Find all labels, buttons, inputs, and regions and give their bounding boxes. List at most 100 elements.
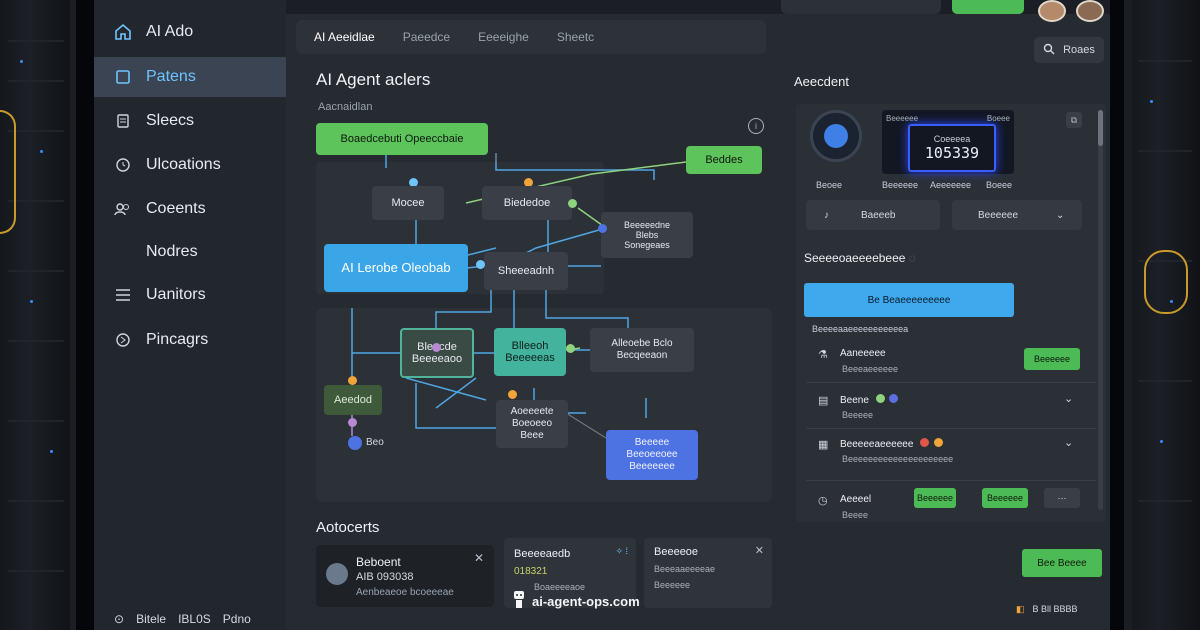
chevron-down-icon[interactable]: ⌄ bbox=[1064, 393, 1074, 405]
avatar[interactable] bbox=[1038, 0, 1066, 22]
tab-sheetc[interactable]: Sheetc bbox=[556, 30, 595, 44]
node-bottom-tealo[interactable]: Bleacde Beeeeaoo bbox=[400, 328, 474, 378]
sidebar-item-patens[interactable]: Patens bbox=[94, 57, 286, 97]
list-icon bbox=[112, 284, 134, 306]
list-item-name: Beene bbox=[840, 394, 899, 406]
node-bottom-olive[interactable]: Aeedod bbox=[324, 385, 382, 415]
footer-text-b: IBL0S bbox=[178, 612, 211, 626]
agent-card[interactable]: Beeeeaedb 018321 Boaeeeeaoe ✧ ⁞ bbox=[504, 538, 636, 608]
list-item-desc: Beeeee bbox=[842, 410, 874, 420]
list-item-desc: Beeeeeeeeeeeeeeeeeeeee bbox=[842, 454, 954, 464]
avatar-label: Beoee bbox=[816, 180, 843, 190]
agent-card[interactable]: Beboent AIB 093038 Aenbeaeoe bcoeeeae ✕ bbox=[316, 545, 494, 607]
schedule-subtitle: Beeeeaaeeeeeeeeeeea bbox=[812, 324, 909, 334]
expand-icon[interactable]: ⧉ bbox=[1066, 112, 1082, 128]
list-item[interactable]: ◷ Aeeeel Beeee Beeeeee Beeeeee ⋯ bbox=[806, 488, 1096, 528]
row-action-button[interactable]: Beeeeee bbox=[914, 488, 956, 508]
sidebar-item-nodres[interactable]: Nodres bbox=[94, 232, 286, 272]
list-item[interactable]: ▦ Beeeeeaeeeeee Beeeeeeeeeeeeeeeeeeeee ⌄ bbox=[806, 432, 1096, 481]
sidebar-item-label: Nodres bbox=[146, 243, 198, 260]
sidebar-item-label: Sleecs bbox=[146, 112, 195, 129]
stat-label: Beeeeee bbox=[882, 180, 919, 190]
node-bottom-teal[interactable]: Blleeoh Beeeeeas bbox=[494, 328, 566, 376]
sidebar-item-sleecs[interactable]: Sleecs bbox=[94, 101, 286, 141]
clock-icon: ◷ bbox=[818, 495, 828, 507]
sidebar-item-ulcoations[interactable]: Ulcoations bbox=[94, 145, 286, 185]
brand[interactable]: AI Ado bbox=[94, 12, 286, 52]
info-icon[interactable]: i bbox=[748, 118, 764, 134]
document-icon: ▤ bbox=[818, 395, 829, 407]
node-bottom-indigo[interactable]: Beeeee Beeoeeoee Beeeeeee bbox=[606, 430, 698, 480]
list-item[interactable]: ▤ Beene Beeeee ⌄ bbox=[806, 388, 1096, 429]
top-bar bbox=[286, 0, 1110, 22]
node-center[interactable]: Sheeeadnh bbox=[484, 252, 568, 290]
close-icon[interactable]: ✕ bbox=[473, 551, 484, 565]
select-1[interactable]: ♪ Baeeeb bbox=[806, 200, 940, 230]
sidebar-item-label: Coeents bbox=[146, 200, 206, 217]
node-left[interactable]: Mocee bbox=[372, 186, 444, 220]
node-mid[interactable]: Biededoe bbox=[482, 186, 572, 220]
table-icon: ▦ bbox=[818, 439, 829, 451]
card-line2: 018321 bbox=[514, 566, 548, 577]
scrollbar[interactable] bbox=[1098, 110, 1103, 510]
node-blue[interactable]: AI Lerobe Oleobab bbox=[324, 244, 468, 292]
sidebar-item-pincagrs[interactable]: Pincagrs bbox=[94, 320, 286, 360]
node-bottom-right[interactable]: Alleoebe Bclo Becqeeaon bbox=[590, 328, 694, 372]
node-bottom-mid[interactable]: Aoeeeete Boeoeeo Beee bbox=[496, 400, 568, 448]
schedule-title-text: Seeeeoaeeeebeee bbox=[804, 251, 906, 265]
top-action-button[interactable] bbox=[952, 0, 1024, 14]
connector-dot bbox=[409, 178, 418, 187]
status-dot bbox=[920, 438, 930, 447]
node-top-green[interactable]: Boaedcebuti Opeeccbaie bbox=[316, 123, 488, 155]
workflow-canvas[interactable]: Boaedcebuti Opeeccbaie Beddes Mocee Bied… bbox=[316, 118, 774, 508]
sidebar-item-label: Patens bbox=[146, 68, 196, 85]
tab-eeeeighe[interactable]: Eeeeighe bbox=[478, 30, 529, 44]
stat-corner-label: Beeeeee bbox=[886, 114, 919, 123]
close-icon[interactable]: ✕ bbox=[754, 545, 764, 557]
document-icon bbox=[112, 110, 134, 132]
list-item[interactable]: ⚗ Aaneeeee Beeeaeeeeee Beeeeee bbox=[806, 342, 1096, 383]
sidebar-item-uanitors[interactable]: Uanitors bbox=[94, 275, 286, 315]
tab-bar: AI Aeeidlae Paeedce Eeeeighe Sheetc bbox=[296, 20, 766, 54]
sidebar: AI Ado Patens Sleecs Ulcoations Coeents bbox=[94, 0, 286, 630]
server-rack-left bbox=[0, 0, 72, 630]
flask-icon: ⚗ bbox=[818, 349, 828, 361]
row-action-button[interactable]: Beeeeee bbox=[1024, 348, 1080, 370]
agent-avatar[interactable] bbox=[810, 110, 862, 162]
card-line3: Boaeeeeaoe bbox=[534, 582, 586, 592]
stat-box: Coeeeea 105339 Beeeeee Boeee bbox=[882, 110, 1014, 174]
scrollbar-thumb[interactable] bbox=[1098, 110, 1103, 146]
stat-label: Boeee bbox=[986, 180, 1013, 190]
sidebar-item-coeents[interactable]: Coeents bbox=[94, 189, 286, 229]
agent-card[interactable]: Beeeeoe Beeeaaeeeeae Beeeeee ✕ bbox=[644, 538, 772, 608]
sidebar-item-label: Uanitors bbox=[146, 286, 206, 303]
save-button[interactable]: Bee Beeee bbox=[1022, 549, 1102, 577]
node-green-right[interactable]: Beddes bbox=[686, 146, 762, 174]
search-button[interactable]: Roaes bbox=[1034, 37, 1104, 63]
sidebar-item-label: Pincagrs bbox=[146, 331, 209, 348]
schedule-button[interactable]: Be Beaeeeeeeeee bbox=[804, 283, 1014, 317]
connector-dot bbox=[432, 343, 441, 352]
globe-icon bbox=[112, 329, 134, 351]
row-action-button[interactable]: Beeeeee bbox=[982, 488, 1028, 508]
row-secondary-button[interactable]: ⋯ bbox=[1044, 488, 1080, 508]
avatar[interactable] bbox=[1076, 0, 1104, 22]
stat-corner-label: Boeee bbox=[986, 114, 1010, 123]
chevron-down-icon[interactable]: ⌄ bbox=[1064, 437, 1074, 449]
card-line3: Beeeeee bbox=[654, 580, 691, 590]
robot-icon bbox=[512, 589, 526, 614]
users-icon bbox=[112, 198, 134, 220]
app-screen: AI Ado Patens Sleecs Ulcoations Coeents bbox=[94, 0, 1110, 630]
top-search-field[interactable] bbox=[781, 0, 941, 14]
connector-dot bbox=[524, 178, 533, 187]
select-2-value: Beeeeee bbox=[978, 209, 1019, 221]
sidebar-footer: ⊙ Bitele IBL0S Pdno bbox=[114, 612, 251, 626]
tab-aeeidlae[interactable]: AI Aeeidlae bbox=[314, 30, 375, 44]
list-item-name-text: Beene bbox=[840, 395, 869, 406]
settings-icon[interactable]: ⊙ bbox=[114, 612, 125, 626]
node-right[interactable]: Beeeeedne Blebs Sonegeaes bbox=[601, 212, 693, 258]
watermark-text: ai-agent-ops.com bbox=[532, 594, 640, 609]
node-dot-label: Beo bbox=[366, 437, 384, 448]
tab-paeedce[interactable]: Paeedce bbox=[402, 30, 451, 44]
select-2[interactable]: Beeeeee ⌄ bbox=[952, 200, 1082, 230]
